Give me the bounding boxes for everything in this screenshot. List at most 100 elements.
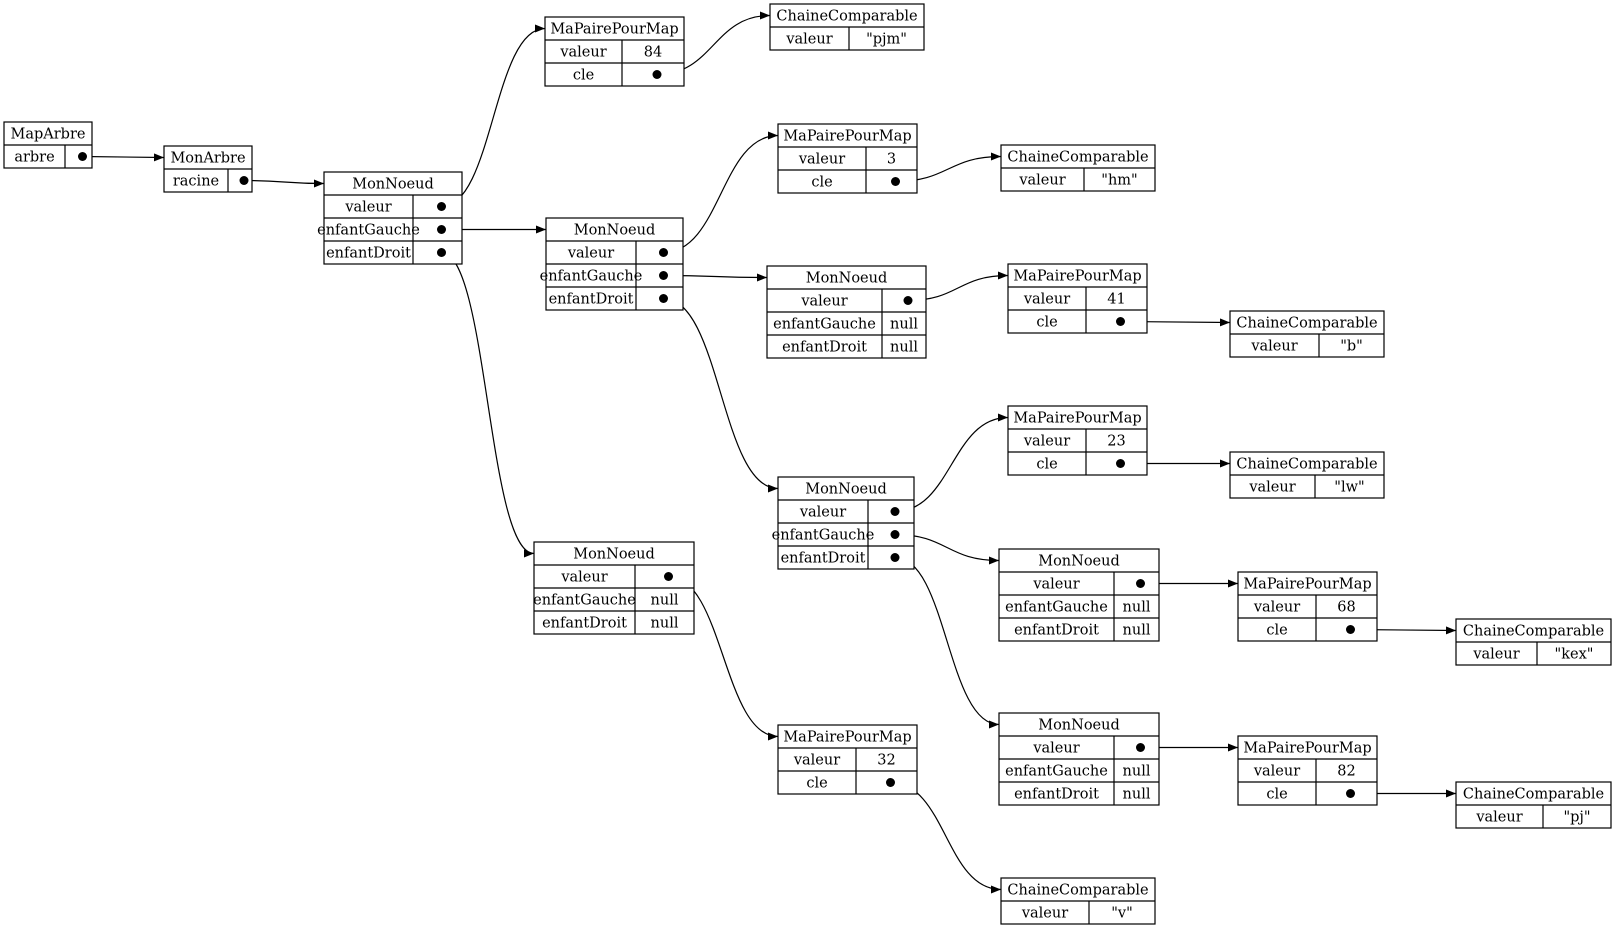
field-name: enfantGauche	[317, 223, 420, 239]
field-name: enfantDroit	[542, 616, 627, 632]
field-value: "v"	[1111, 906, 1133, 922]
object-type-label: MonNoeud	[1038, 554, 1120, 570]
reference-dot-icon	[890, 530, 900, 539]
field-value: "b"	[1340, 339, 1363, 355]
reference-dot-icon	[659, 271, 668, 280]
object-type-label: MonNoeud	[573, 547, 655, 563]
object-type-label: MaPairePourMap	[1243, 577, 1371, 593]
field-value: 68	[1337, 600, 1355, 616]
field-value: "pj"	[1563, 810, 1590, 826]
object-box-c_hm: ChaineComparable valeur "hm"	[1000, 144, 1156, 192]
reference-dot-icon	[1346, 789, 1355, 798]
field-name: enfantDroit	[549, 292, 634, 308]
field-value: 84	[644, 45, 662, 61]
field-name: enfantGauche	[1005, 600, 1108, 616]
reference-dot-icon	[437, 202, 446, 211]
field-value: null	[651, 616, 679, 632]
reference-arrow	[243, 179, 325, 188]
reference-dot-icon	[1116, 317, 1125, 326]
field-name: valeur	[785, 32, 832, 48]
field-name: enfantGauche	[533, 593, 636, 609]
object-type-label: ChaineComparable	[1236, 316, 1377, 332]
object-type-label: MapArbre	[11, 127, 86, 143]
object-type-label: MonNoeud	[1038, 718, 1120, 734]
field-name: valeur	[1472, 647, 1519, 663]
object-type-label: MonNoeud	[806, 271, 888, 287]
reference-dot-icon	[659, 294, 668, 303]
reference-dot-icon	[1136, 579, 1145, 588]
field-name: enfantGauche	[773, 317, 876, 333]
field-name: valeur	[1248, 480, 1295, 496]
field-name: enfantGauche	[1005, 764, 1108, 780]
reference-arrow	[894, 556, 1000, 729]
object-box-p84: MaPairePourMap valeur 84 cle	[544, 16, 685, 87]
object-type-label: MaPairePourMap	[550, 22, 678, 38]
field-name: cle	[1036, 457, 1057, 473]
reference-dot-icon	[1116, 459, 1125, 468]
field-name: valeur	[344, 200, 391, 216]
object-type-label: ChaineComparable	[1007, 150, 1148, 166]
reference-dot-icon	[903, 296, 913, 305]
reference-arrow	[441, 251, 535, 558]
field-name: enfantDroit	[781, 551, 866, 567]
reference-dot-icon	[664, 572, 673, 581]
field-name: valeur	[1475, 810, 1522, 826]
field-value: null	[1123, 787, 1151, 803]
object-type-label: MonNoeud	[574, 223, 656, 239]
field-name: valeur	[799, 505, 846, 521]
field-value: "hm"	[1101, 173, 1137, 189]
reference-dot-icon	[1346, 625, 1355, 634]
field-value: 41	[1107, 292, 1125, 308]
field-name: cle	[806, 776, 827, 792]
field-value: null	[890, 317, 918, 333]
field-value: 82	[1337, 764, 1355, 780]
object-type-label: MaPairePourMap	[783, 129, 911, 145]
field-name: enfantGauche	[772, 528, 875, 544]
field-name: enfantDroit	[326, 246, 411, 262]
object-type-label: MaPairePourMap	[1243, 741, 1371, 757]
field-name: enfantGauche	[540, 269, 643, 285]
field-name: cle	[573, 68, 594, 84]
field-name: valeur	[1253, 764, 1300, 780]
object-type-label: ChaineComparable	[1236, 457, 1377, 473]
field-value: 32	[877, 753, 895, 769]
reference-dot-icon	[890, 553, 900, 562]
object-box-p82: MaPairePourMap valeur 82 cle	[1237, 735, 1378, 806]
object-type-label: MaPairePourMap	[1013, 269, 1141, 285]
field-name: valeur	[1018, 173, 1065, 189]
field-value: null	[890, 340, 918, 356]
reference-arrow	[663, 297, 779, 493]
reference-dot-icon	[652, 70, 662, 79]
field-name: cle	[811, 175, 832, 191]
field-name: cle	[1266, 787, 1287, 803]
field-name: cle	[1036, 315, 1057, 331]
field-name: valeur	[1032, 577, 1079, 593]
object-box-p41: MaPairePourMap valeur 41 cle	[1007, 263, 1148, 334]
field-name: racine	[173, 174, 219, 190]
object-type-label: ChaineComparable	[776, 9, 917, 25]
field-value: "pjm"	[866, 32, 907, 48]
field-name: valeur	[1023, 292, 1070, 308]
reference-dot-icon	[437, 248, 446, 257]
field-name: valeur	[559, 45, 606, 61]
field-name: valeur	[1253, 600, 1300, 616]
field-value: "lw"	[1334, 480, 1364, 496]
field-name: cle	[1266, 623, 1287, 639]
reference-dot-icon	[1136, 743, 1145, 752]
field-name: valeur	[798, 152, 845, 168]
field-value: null	[1123, 623, 1151, 639]
reference-dot-icon	[437, 225, 446, 234]
reference-dot-icon	[886, 778, 895, 787]
